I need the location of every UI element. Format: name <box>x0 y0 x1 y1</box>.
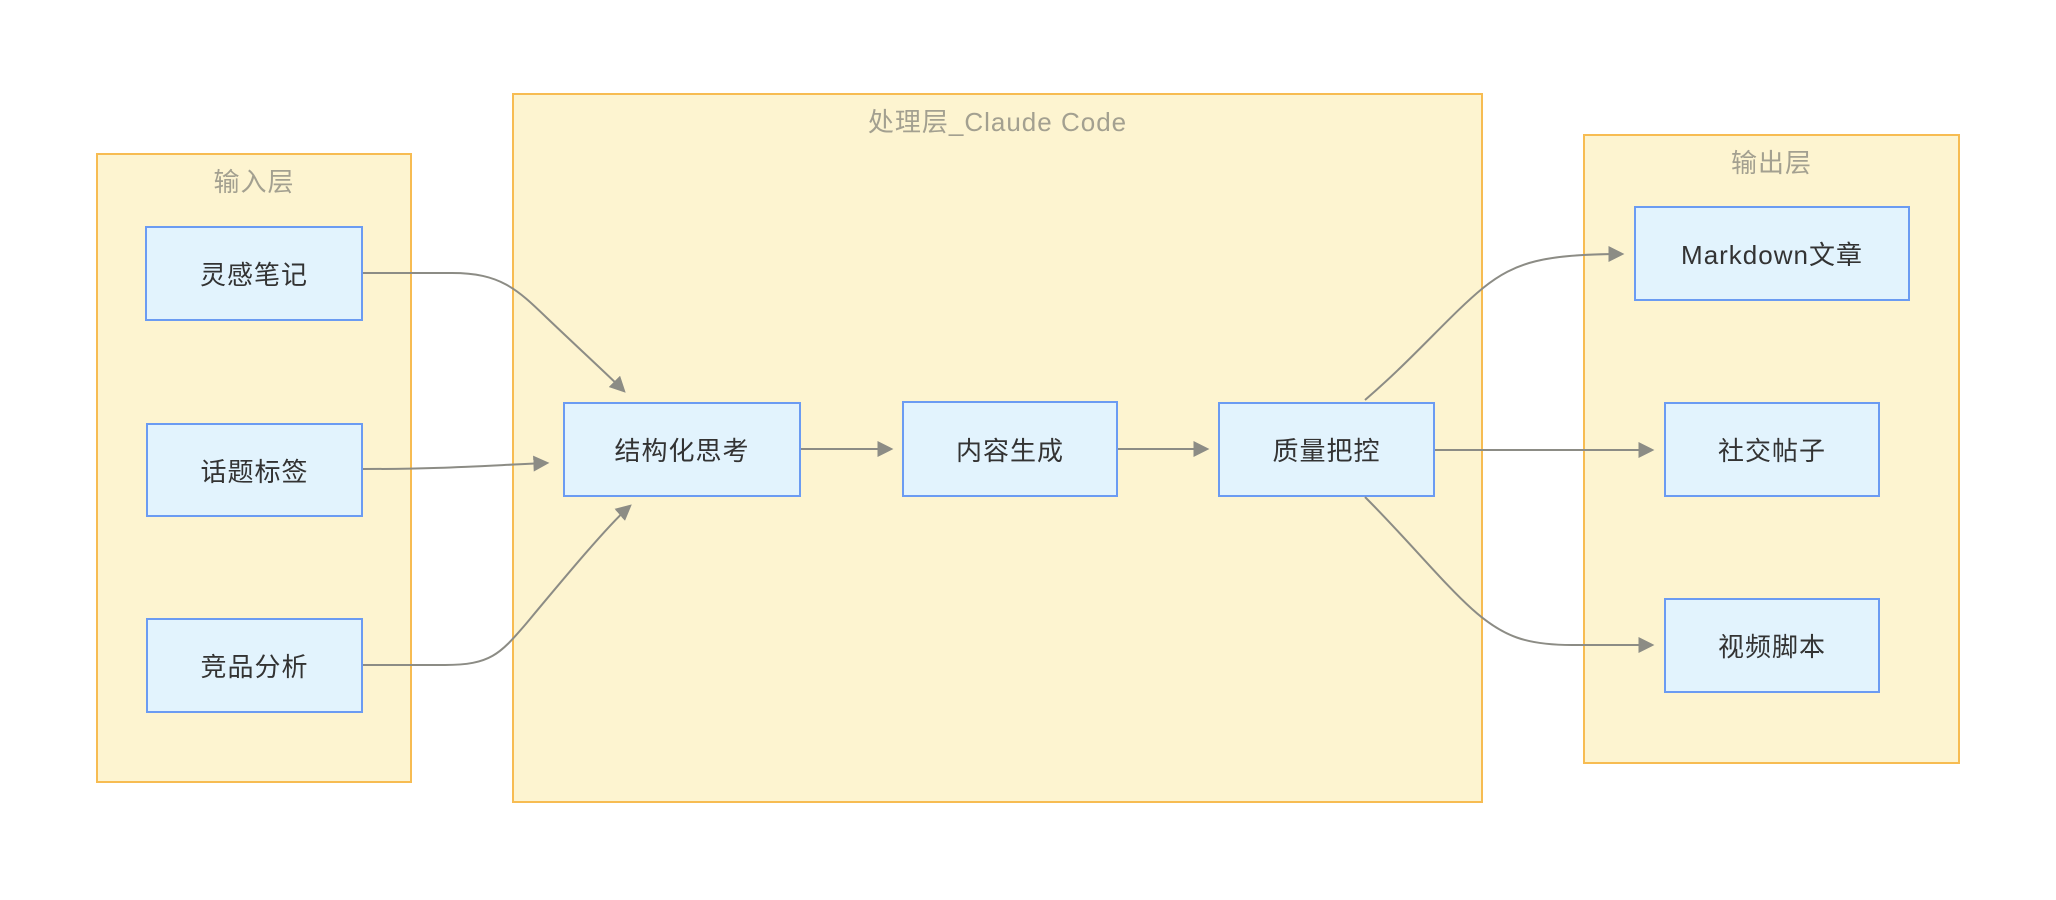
node-topic-tags: 话题标签 <box>146 423 363 517</box>
node-content-generation: 内容生成 <box>902 401 1118 497</box>
node-video-script: 视频脚本 <box>1664 598 1880 693</box>
node-competitor-analysis: 竞品分析 <box>146 618 363 713</box>
node-inspiration-notes: 灵感笔记 <box>145 226 363 321</box>
group-title-processing: 处理层_Claude Code <box>867 107 1128 137</box>
node-markdown-article: Markdown文章 <box>1634 206 1910 301</box>
group-title-output: 输出层 <box>1730 148 1812 178</box>
node-structured-thinking: 结构化思考 <box>563 402 801 497</box>
node-quality-control: 质量把控 <box>1218 402 1435 497</box>
node-social-posts: 社交帖子 <box>1664 402 1880 497</box>
group-title-input: 输入层 <box>213 167 295 197</box>
